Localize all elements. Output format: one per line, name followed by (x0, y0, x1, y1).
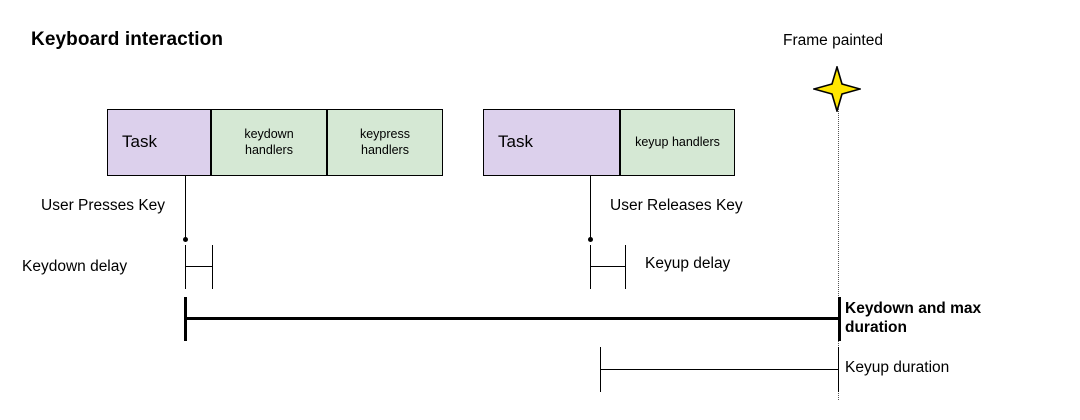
keyup-delay-end-tick (625, 245, 626, 289)
frame-painted-guideline (838, 108, 839, 400)
keydown-max-duration-span-line (184, 317, 841, 320)
keyup-delay-start-tick (590, 245, 591, 289)
keydown-handlers-line2: handlers (245, 142, 293, 157)
keyup-duration-end-tick (838, 347, 839, 392)
user-releases-key-marker-dot (588, 237, 593, 242)
keyup-duration-label: Keyup duration (845, 359, 950, 376)
keydown-max-duration-label-line2: duration (845, 319, 907, 337)
page-title: Keyboard interaction (31, 29, 224, 50)
keydown-delay-label: Keydown delay (22, 258, 128, 275)
keyup-delay-span-line (590, 266, 626, 267)
keydown-handlers-line1: keydown (244, 127, 294, 142)
keydown-handlers-block: keydown handlers (211, 109, 327, 176)
user-presses-key-marker-dot (183, 237, 188, 242)
keypress-handlers-block: keypress handlers (327, 109, 443, 176)
keydown-delay-span-line (185, 266, 213, 267)
keyup-delay-label: Keyup delay (645, 255, 731, 272)
keypress-handlers-line1: keypress (359, 127, 411, 142)
task-block-keyup: Task (483, 109, 620, 176)
keydown-max-duration-label-line1: Keydown and max (845, 300, 982, 317)
four-point-star-icon (813, 66, 861, 112)
frame-painted-label: Frame painted (783, 32, 883, 49)
keyup-duration-span-line (600, 369, 839, 370)
keydown-max-duration-end-tick (838, 297, 841, 341)
task-block-keydown: Task (107, 109, 211, 176)
user-releases-key-label: User Releases Key (610, 197, 743, 214)
keydown-delay-end-tick (212, 245, 213, 289)
user-presses-key-leader-line (185, 176, 186, 240)
user-presses-key-label: User Presses Key (41, 197, 166, 214)
keydown-delay-start-tick (185, 245, 186, 289)
keydown-max-duration-label: Keydown and max duration (845, 299, 1025, 338)
user-releases-key-leader-line (590, 176, 591, 240)
keyup-handlers-block: keyup handlers (620, 109, 735, 176)
keypress-handlers-line2: handlers (361, 142, 409, 157)
